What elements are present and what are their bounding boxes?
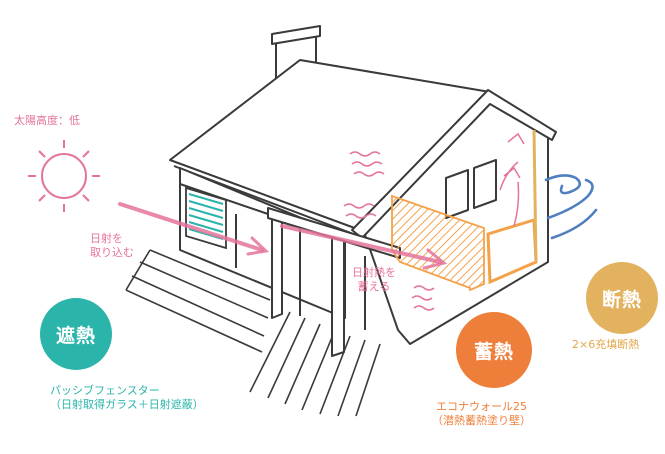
deck-planks <box>125 249 381 417</box>
shading-badge-label: 遮熱 <box>55 324 96 347</box>
store-label: 日射熱を 蓄える <box>352 266 396 294</box>
shading-caption: パッシブフェンスター （日射取得ガラス＋日射遮蔽） <box>50 384 204 412</box>
shading-badge: 遮熱 <box>40 298 112 370</box>
insulation-badge: 断熱 <box>586 262 658 334</box>
storage-caption: エコナウォール25 （潜熱蓄熱塗り壁） <box>432 400 531 428</box>
intake-label-line1: 日射を <box>90 232 123 245</box>
sun-altitude-label: 太陽高度：低 <box>14 114 80 127</box>
storage-badge-label: 蓄熱 <box>473 340 514 363</box>
airflow-arrows <box>503 132 525 179</box>
intake-label-line2: 取り込む <box>90 245 134 259</box>
thermal-storage-wall <box>391 129 538 292</box>
insulation-caption: 2×6充填断熱 <box>572 338 639 352</box>
storage-caption-line2: （潜熱蓄熱塗り壁） <box>432 413 531 427</box>
wind-icon <box>544 174 598 240</box>
insulation-caption-line1: 2×6充填断熱 <box>572 338 640 351</box>
shading-caption-line2: （日射取得ガラス＋日射遮蔽） <box>50 397 204 411</box>
insulation-badge-label: 断熱 <box>601 288 642 311</box>
storage-badge: 蓄熱 <box>456 312 532 388</box>
storage-caption-line1: エコナウォール25 <box>436 400 527 413</box>
store-label-line2: 蓄える <box>357 279 391 293</box>
house <box>169 25 557 357</box>
solar-arrows <box>118 202 448 270</box>
sun-icon <box>28 140 100 212</box>
intake-label: 日射を 取り込む <box>90 232 134 260</box>
store-label-line1: 日射熱を <box>352 266 396 279</box>
shading-caption-line1: パッシブフェンスター <box>50 384 160 397</box>
